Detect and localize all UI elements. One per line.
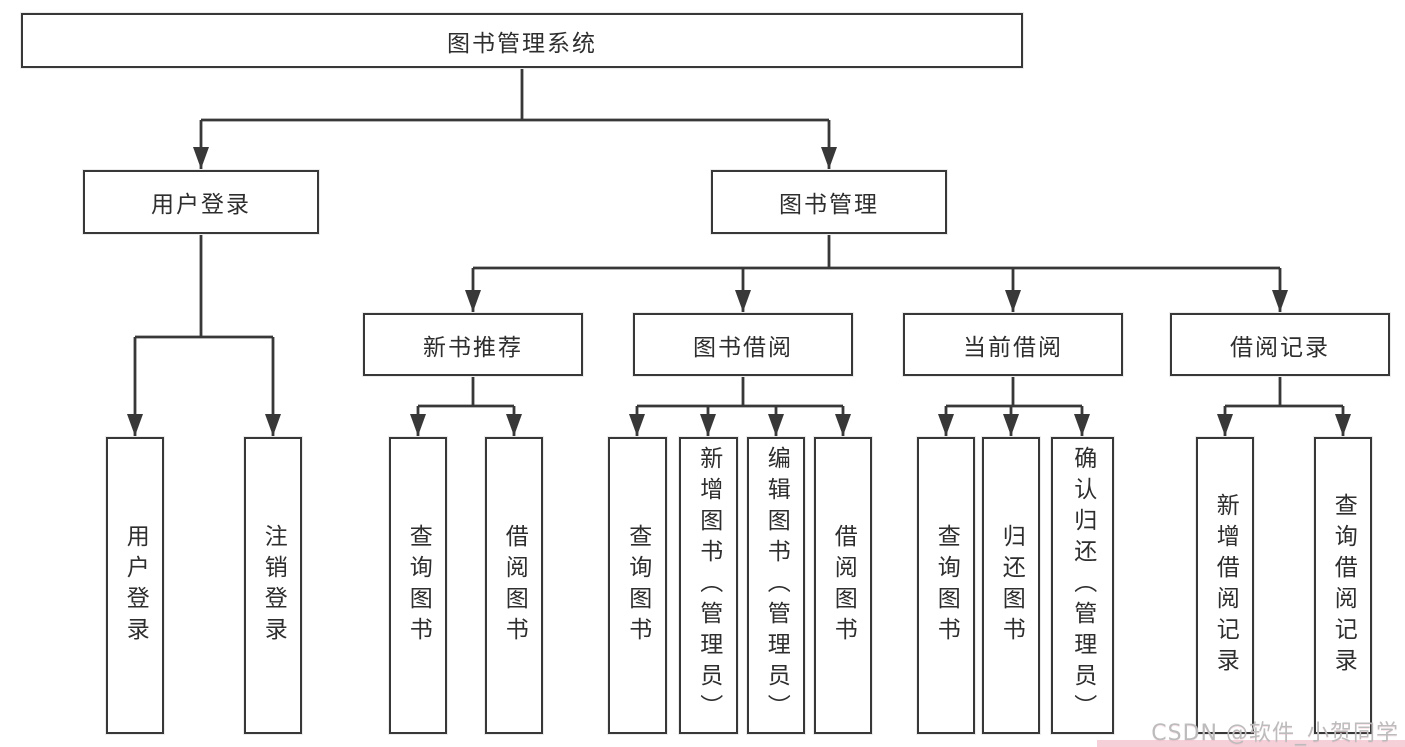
leaf-bb-add-book: 新增图书（管理员） [679, 437, 738, 734]
node-book-management: 图书管理 [711, 170, 947, 234]
leaf-logout-label: 注销登录 [260, 523, 287, 648]
leaf-cb-return-book-label: 归还图书 [998, 523, 1025, 648]
node-book-borrowing: 图书借阅 [633, 313, 853, 376]
leaf-br-query-record: 查询借阅记录 [1314, 437, 1372, 734]
node-root-system: 图书管理系统 [21, 13, 1023, 68]
leaf-bb-query-book: 查询图书 [608, 437, 667, 734]
leaf-bb-edit-book-label: 编辑图书（管理员） [763, 446, 790, 725]
leaf-cb-return-book: 归还图书 [982, 437, 1040, 734]
node-new-book-recommend: 新书推荐 [363, 313, 583, 376]
csdn-watermark: CSDN @软件_小贺同学 [1151, 721, 1399, 746]
node-user-login: 用户登录 [83, 170, 319, 234]
node-borrow-records: 借阅记录 [1170, 313, 1390, 376]
leaf-bb-add-book-label: 新增图书（管理员） [695, 446, 722, 725]
leaf-br-add-record-label: 新增借阅记录 [1212, 492, 1239, 679]
edge-book-borrow-children [629, 376, 851, 436]
edge-user-login-children [127, 234, 281, 436]
leaf-bb-borrow-book-label: 借阅图书 [830, 523, 857, 648]
edge-new-books-children [410, 376, 522, 436]
leaf-br-query-record-label: 查询借阅记录 [1330, 492, 1357, 679]
leaf-cb-query-book-label: 查询图书 [933, 523, 960, 648]
edge-book-mgmt-children [465, 234, 1288, 312]
leaf-user-login-label: 用户登录 [122, 523, 149, 648]
leaf-br-add-record: 新增借阅记录 [1196, 437, 1254, 734]
leaf-logout: 注销登录 [244, 437, 302, 734]
node-current-borrowing: 当前借阅 [903, 313, 1123, 376]
edge-root-to-level2 [193, 67, 837, 169]
leaf-bb-query-book-label: 查询图书 [624, 523, 651, 648]
leaf-nb-query-book: 查询图书 [389, 437, 447, 734]
leaf-bb-edit-book: 编辑图书（管理员） [747, 437, 805, 734]
leaf-bb-borrow-book: 借阅图书 [814, 437, 872, 734]
leaf-nb-borrow-book: 借阅图书 [485, 437, 543, 734]
leaf-user-login: 用户登录 [106, 437, 164, 734]
leaf-nb-query-book-label: 查询图书 [405, 523, 432, 648]
leaf-cb-confirm-return: 确认归还（管理员） [1051, 437, 1114, 734]
leaf-nb-borrow-book-label: 借阅图书 [501, 523, 528, 648]
edge-current-borrow-children [938, 376, 1090, 436]
leaf-cb-query-book: 查询图书 [917, 437, 975, 734]
watermark-pink-strip [1097, 740, 1405, 747]
edge-borrow-records-children [1217, 376, 1351, 436]
leaf-cb-confirm-return-label: 确认归还（管理员） [1069, 446, 1096, 725]
